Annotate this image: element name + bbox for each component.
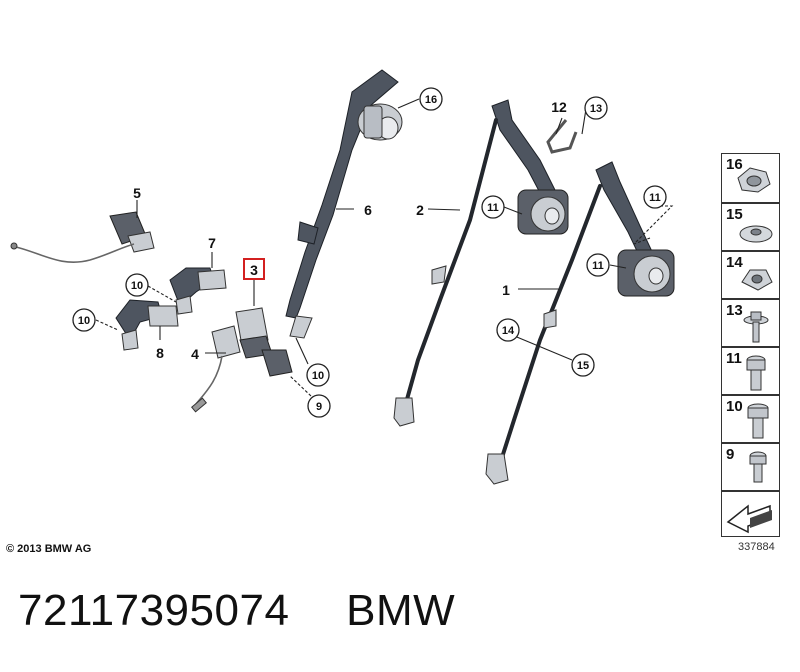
- legend-number: 10: [726, 398, 743, 415]
- callout-11-left: 11: [481, 195, 505, 219]
- hex-bolt-icon: [747, 403, 769, 439]
- legend-item-11: 11: [721, 347, 780, 395]
- part-7-buckle: [169, 267, 227, 315]
- label-4: 4: [191, 346, 199, 362]
- label-1: 1: [502, 282, 510, 298]
- leader-lines: [95, 98, 674, 397]
- label-7: 7: [208, 235, 216, 251]
- legend-item-14: 14: [721, 251, 780, 299]
- part-5-buckle: [10, 211, 155, 263]
- washer-icon: [739, 225, 773, 243]
- svg-text:11: 11: [592, 260, 604, 272]
- label-5: 5: [133, 185, 141, 201]
- label-6: 6: [364, 202, 372, 218]
- legend-item-15: 15: [721, 203, 780, 251]
- svg-text:11: 11: [649, 192, 661, 204]
- hex-flange-nut-icon: [737, 167, 771, 193]
- clip-nut-icon: [741, 269, 773, 291]
- legend-number: 15: [726, 206, 743, 223]
- part-6-center-belt: [285, 69, 403, 339]
- callout-14: 14: [496, 318, 520, 342]
- part-2-outboard-belt: [393, 99, 569, 427]
- svg-text:13: 13: [590, 103, 602, 115]
- label-3-highlight: [243, 258, 265, 280]
- part-8-buckle: [115, 299, 179, 351]
- legend-number: 11: [726, 350, 742, 367]
- svg-text:10: 10: [78, 315, 90, 327]
- diagram-reference-number: 337884: [738, 541, 775, 553]
- callout-10-left: 10: [72, 308, 96, 332]
- part-1-outboard-belt: [485, 161, 675, 485]
- legend-item-9: 9: [721, 443, 780, 491]
- callout-11-right: 11: [586, 253, 610, 277]
- part-number: 72117395074: [18, 586, 290, 635]
- svg-text:16: 16: [425, 94, 437, 106]
- callout-11-top-right: 11: [643, 185, 667, 209]
- legend-item-13: 13: [721, 299, 780, 347]
- svg-text:10: 10: [312, 370, 324, 382]
- callout-13: 13: [584, 96, 608, 120]
- short-torx-bolt-icon: [749, 451, 767, 483]
- svg-text:15: 15: [577, 360, 589, 372]
- callout-9: 9: [307, 394, 331, 418]
- callout-10-upper: 10: [125, 273, 149, 297]
- copyright-notice: © 2013 BMW AG: [6, 543, 92, 555]
- label-3: 3: [250, 262, 258, 278]
- legend-number: 16: [726, 156, 743, 173]
- footer-caption: 72117395074 BMW: [18, 586, 455, 636]
- legend-number: 14: [726, 254, 743, 271]
- svg-text:10: 10: [131, 280, 143, 292]
- part-12-bracket: [546, 119, 578, 154]
- seat-belt-exploded-diagram: 16 13 11 11 11 10 10 10 9 14 15 1 2 3 4 …: [10, 69, 675, 485]
- fastener-legend: 16 15 14 13 11 1: [721, 153, 780, 539]
- legend-item-16: 16: [721, 153, 780, 203]
- legend-item-arrow: [721, 491, 780, 537]
- legend-item-10: 10: [721, 395, 780, 443]
- svg-text:11: 11: [487, 202, 499, 214]
- brand-name: BMW: [346, 586, 456, 635]
- label-8: 8: [156, 345, 164, 361]
- legend-number: 13: [726, 302, 743, 319]
- callout-15: 15: [571, 353, 595, 377]
- direction-arrow-icon: [726, 504, 772, 534]
- legend-number: 9: [726, 446, 735, 463]
- label-12: 12: [551, 99, 567, 115]
- callout-10-lower: 10: [306, 363, 330, 387]
- torx-bolt-with-washer-icon: [743, 311, 769, 343]
- part-3-4-buckle-assembly: [191, 307, 293, 413]
- label-2: 2: [416, 202, 424, 218]
- svg-text:9: 9: [316, 401, 322, 413]
- callout-16: 16: [419, 87, 443, 111]
- torx-bolt-icon: [746, 355, 766, 391]
- svg-text:14: 14: [502, 325, 515, 337]
